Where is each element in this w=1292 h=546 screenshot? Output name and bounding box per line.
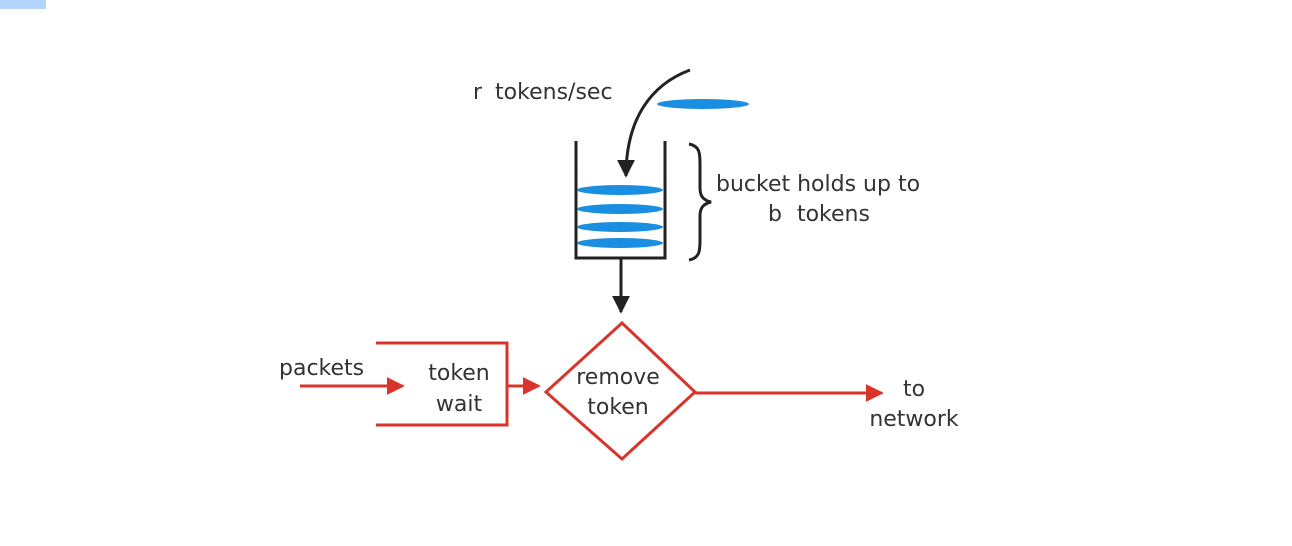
remove-token-diamond — [543, 320, 698, 462]
rate-label: r tokens/sec — [473, 80, 613, 105]
packets-label: packets — [279, 356, 364, 381]
bucket-capacity-label-line1: bucket holds up to — [716, 172, 920, 197]
token-wait-label-line1: token — [428, 361, 490, 386]
bucket-token — [577, 185, 663, 195]
bucket-token — [577, 238, 663, 248]
token-arrival-arrow — [617, 68, 691, 178]
bucket-tokens-text: tokens — [797, 202, 870, 227]
corner-tab — [0, 0, 46, 9]
token-wait-queue — [376, 341, 509, 427]
token-wait-label-line2: wait — [436, 392, 483, 417]
remove-token-label-line1: remove — [576, 365, 660, 390]
bucket-token — [577, 204, 663, 214]
rate-text: tokens/sec — [495, 80, 613, 105]
capacity-brace — [688, 142, 712, 262]
bucket-capacity-label-line2: b tokens — [768, 202, 870, 227]
remove-token-label-line2: token — [587, 395, 649, 420]
incoming-token — [657, 99, 749, 109]
to-network-label-line1: to — [903, 377, 925, 402]
rate-variable: r — [473, 80, 483, 105]
bucket-variable: b — [768, 202, 782, 227]
bucket-token — [577, 222, 663, 232]
to-network-label-line2: network — [869, 407, 959, 432]
bucket-tokens — [577, 185, 663, 248]
